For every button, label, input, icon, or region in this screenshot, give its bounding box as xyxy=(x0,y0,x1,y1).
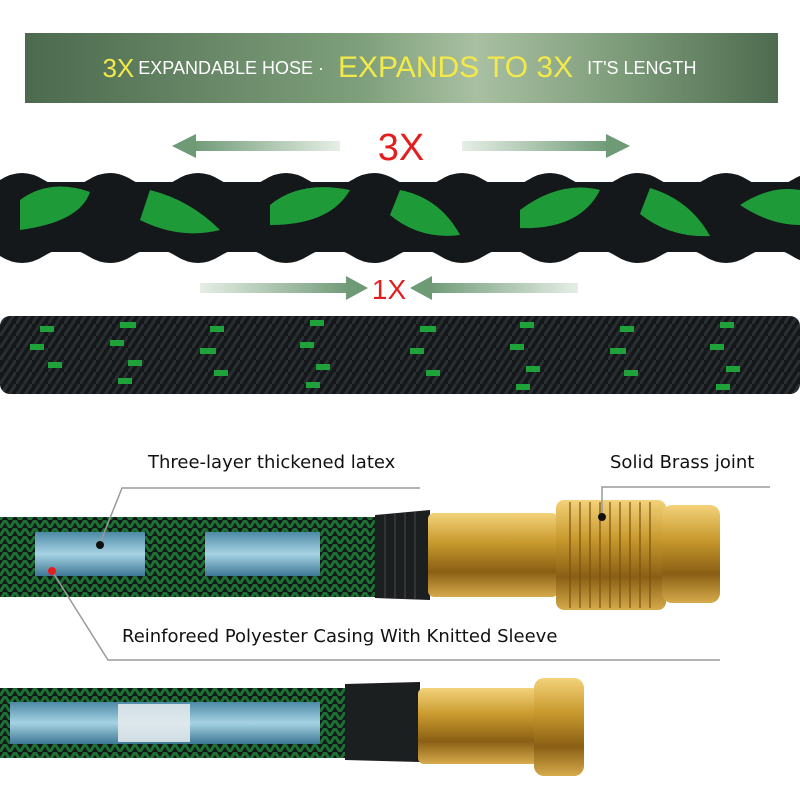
brass-callout: Solid Brass joint xyxy=(610,452,755,473)
latex-marker xyxy=(96,541,104,549)
cutaway-hose-top xyxy=(0,500,720,610)
cutaway-hose-bottom xyxy=(0,678,584,776)
callout-lines xyxy=(51,486,770,661)
banner-expands: EXPANDS TO 3X xyxy=(338,51,574,84)
expanded-hose xyxy=(0,173,800,263)
retracted-hose xyxy=(0,316,800,394)
banner-expandable-hose: EXPANDABLE HOSE · xyxy=(138,57,324,78)
banner-length: IT'S LENGTH xyxy=(587,57,697,78)
brass-marker xyxy=(598,513,606,521)
expand-arrows xyxy=(172,134,630,158)
retract-arrows xyxy=(200,276,578,300)
brass-collar xyxy=(428,513,558,597)
casing-callout: Reinforeed Polyester Casing With Knitted… xyxy=(122,626,558,647)
retracted-1x-label: 1X xyxy=(372,274,407,305)
expanded-3x-label: 3X xyxy=(378,127,424,169)
casing-marker xyxy=(48,567,56,575)
latex-callout: Three-layer thickened latex xyxy=(148,452,396,473)
banner-3x: 3X xyxy=(102,52,135,83)
title-banner: 3X EXPANDABLE HOSE · EXPANDS TO 3X IT'S … xyxy=(25,33,778,103)
